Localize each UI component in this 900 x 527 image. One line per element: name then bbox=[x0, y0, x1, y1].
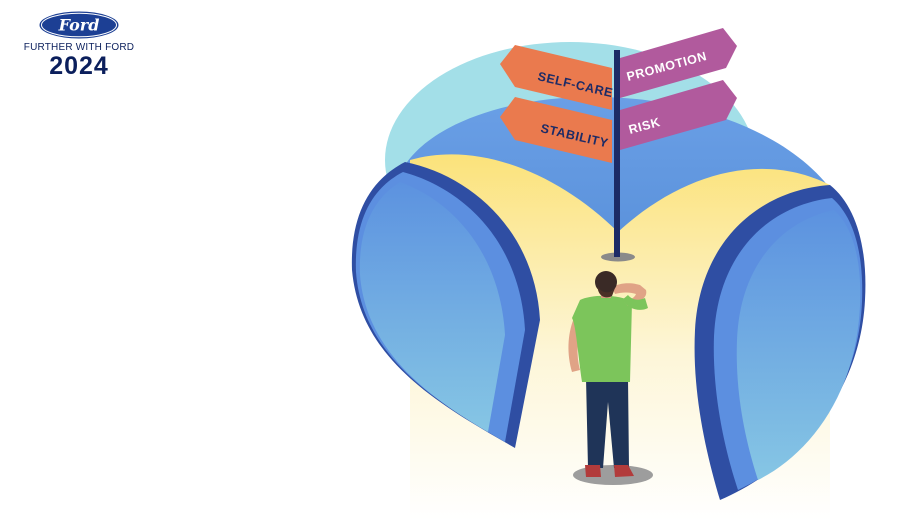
ford-logo: Ford bbox=[38, 10, 120, 40]
brand-block: Ford FURTHER WITH FORD 2024 bbox=[18, 10, 140, 79]
year-label: 2024 bbox=[49, 52, 109, 80]
left-wall bbox=[351, 162, 540, 448]
signpost: SELF-CARE STABILITY PROMOTION RISK bbox=[500, 28, 737, 262]
person-shadow bbox=[573, 465, 653, 485]
sign-self-care: SELF-CARE bbox=[500, 45, 614, 110]
person-figure bbox=[568, 271, 653, 485]
right-wall bbox=[694, 185, 866, 500]
tagline: FURTHER WITH FORD bbox=[23, 42, 135, 53]
sign-risk: RISK bbox=[620, 80, 737, 150]
post-pole bbox=[614, 50, 620, 257]
logo-wordmark: Ford bbox=[58, 16, 100, 35]
sign-stability: STABILITY bbox=[500, 97, 612, 163]
